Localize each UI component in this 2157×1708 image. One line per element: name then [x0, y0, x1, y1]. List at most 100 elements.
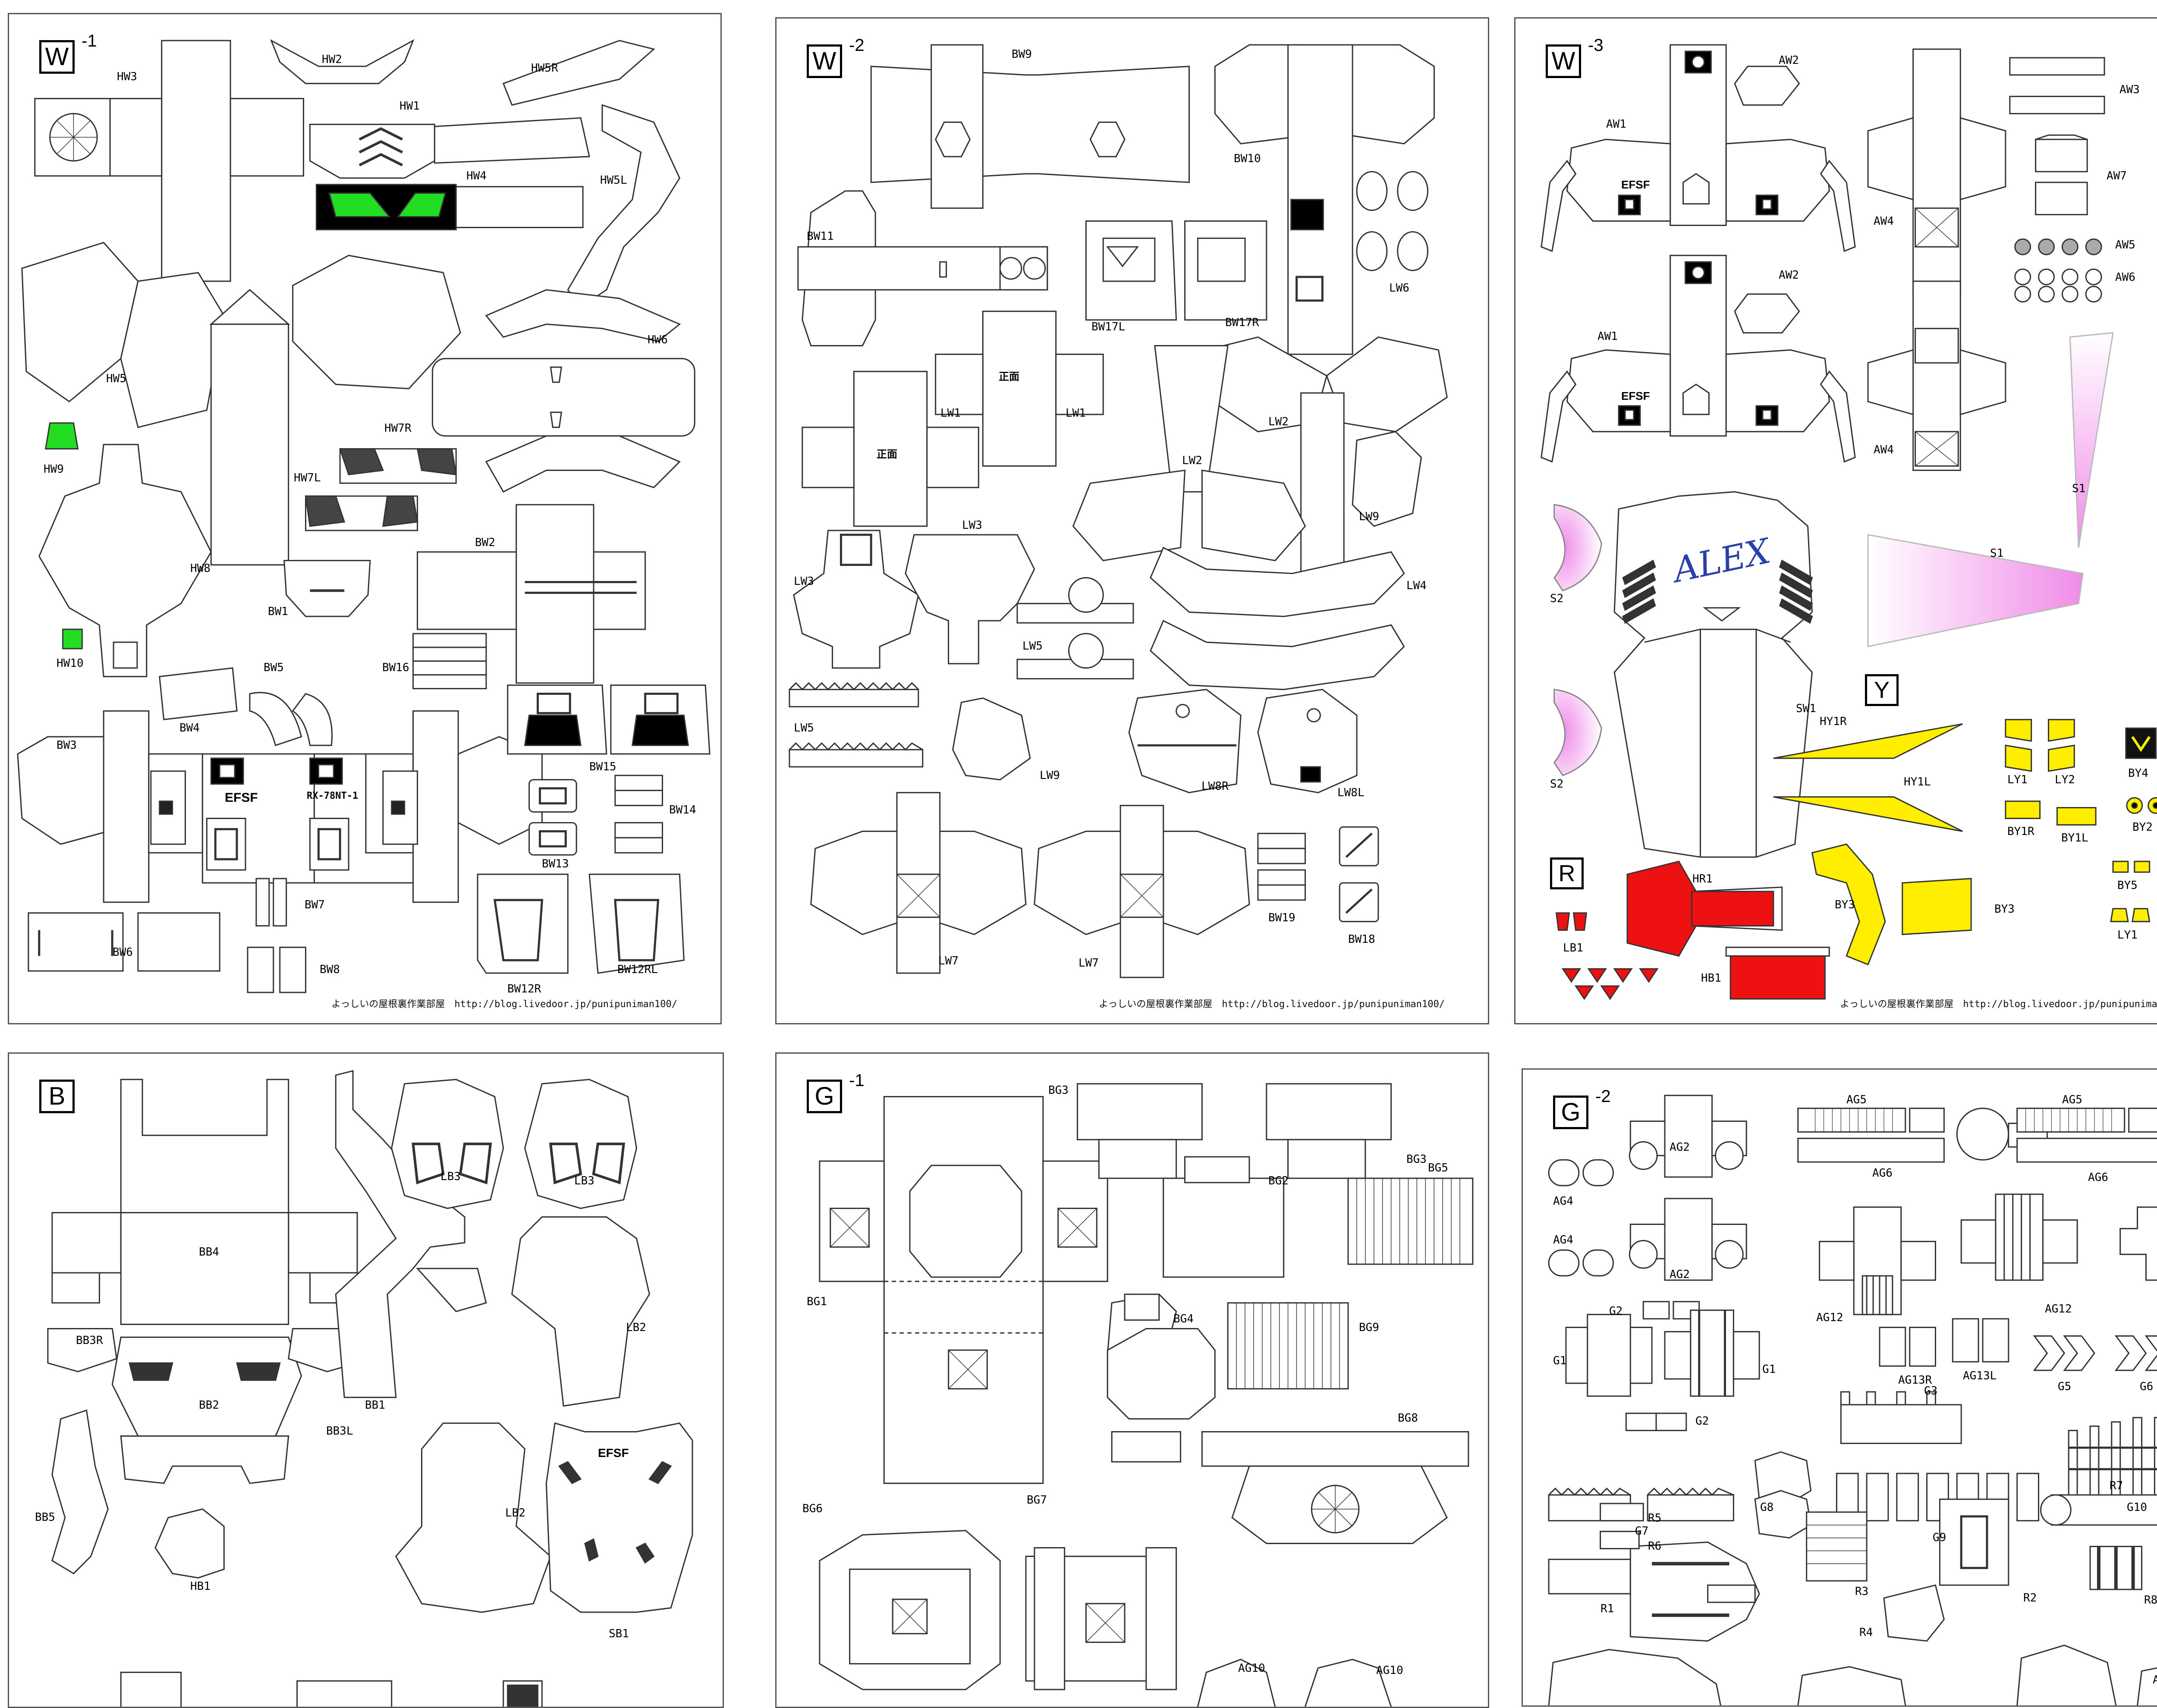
- part-label: HB1: [190, 1580, 211, 1593]
- part-label: BW7: [305, 898, 325, 911]
- part-label: HY1R: [1820, 715, 1847, 728]
- part-label: LY1: [2007, 773, 2028, 786]
- part-label: AG4: [1553, 1195, 1573, 1208]
- sheet-g2-suffix: -2: [1595, 1087, 1611, 1106]
- part-label: BW8: [320, 963, 340, 976]
- efsf-decal: EFSF: [1621, 389, 1650, 402]
- part-label: HY1L: [1904, 776, 1931, 788]
- part-label: R4: [1859, 1626, 1873, 1639]
- part-label: BW4: [179, 722, 200, 735]
- efsf-decal: EFSF: [1621, 178, 1650, 191]
- part-label: BW14: [669, 804, 696, 816]
- part-label: AG2: [1670, 1268, 1690, 1281]
- part-label: BG4: [1173, 1312, 1194, 1325]
- part-label: S2: [1550, 778, 1564, 791]
- part-label: R5: [1648, 1512, 1662, 1525]
- part-label: HW10: [57, 657, 84, 670]
- part-label: HB1: [1701, 972, 1721, 985]
- part-label: LW2: [1268, 415, 1289, 428]
- part-label: AB5L: [2153, 1673, 2157, 1686]
- part-label: G1: [1762, 1363, 1776, 1376]
- part-label: HW5L: [600, 174, 627, 187]
- sheet-b-tag: B: [39, 1080, 75, 1113]
- part-label: HW7L: [294, 471, 321, 484]
- part-label: AG6: [1872, 1167, 1893, 1180]
- part-label: BW6: [113, 946, 133, 959]
- part-label: R1: [1600, 1602, 1614, 1615]
- sheet-g1: G -1 BG3 BG3 BG2 BG5 BG1 BG4 BG9 BG8 BG6…: [775, 1052, 1489, 1708]
- efsf-decal: EFSF: [598, 1446, 629, 1460]
- part-label: AW2: [1779, 54, 1799, 67]
- part-label: AW7: [2107, 170, 2127, 182]
- sheet-w1-suffix: -1: [82, 31, 97, 50]
- part-label: AW5: [2115, 239, 2135, 251]
- part-label: AG10: [1238, 1662, 1265, 1675]
- part-label: AW4: [1874, 215, 1894, 228]
- part-label: BY3: [1835, 898, 1855, 911]
- part-label: AG6: [2088, 1171, 2108, 1184]
- part-label: BW9: [1012, 48, 1032, 61]
- sheet-w3-artwork: [1541, 44, 2157, 1000]
- part-label: G2: [1695, 1415, 1709, 1428]
- sheet-w2-artwork: [789, 44, 1448, 978]
- part-label: AG5: [2062, 1093, 2082, 1106]
- part-label: LW7: [938, 954, 959, 967]
- part-label: LW3: [794, 575, 814, 588]
- part-label: G6: [2140, 1380, 2154, 1393]
- part-label: G2: [1609, 1305, 1623, 1318]
- part-label: BW5: [264, 661, 284, 674]
- part-label: HW4: [466, 170, 487, 182]
- part-label: BG6: [802, 1502, 823, 1515]
- part-label: BW1: [268, 605, 288, 618]
- sheet-b: B LB3 LB3 BB4 LB2 BB3R BB2 BB3L BB1 BB5 …: [8, 1052, 724, 1708]
- part-label: HW7R: [384, 422, 412, 435]
- part-label: HR1: [1692, 873, 1713, 885]
- part-label: LW2: [1182, 454, 1202, 467]
- sheet-w2-footer: よっしいの屋根裏作業部屋 http://blog.livedoor.jp/pun…: [1099, 999, 1445, 1010]
- part-label: BB4: [199, 1246, 219, 1259]
- part-label: BW17R: [1225, 316, 1259, 329]
- part-label: AW1: [1597, 330, 1618, 343]
- part-label: BG2: [1268, 1174, 1289, 1187]
- part-label: BB3R: [76, 1334, 103, 1347]
- part-label: BB3L: [326, 1425, 353, 1438]
- sheet-w3-suffix: -3: [1588, 36, 1604, 55]
- part-label: LW6: [1389, 282, 1409, 295]
- part-label: LW4: [1406, 579, 1427, 592]
- model-number-decal: RX-78NT-1: [307, 791, 358, 801]
- sheet-w2-tag: W: [807, 44, 842, 78]
- sheet-w1-artwork: [17, 39, 711, 993]
- sheet-w3: W -3 Y R AW2 AW3 AW1 AW7 AW4 AW5 AW6 AW2…: [1514, 17, 2157, 1024]
- part-label: BY2: [2132, 821, 2153, 834]
- part-label: BW12R: [507, 983, 541, 995]
- part-label: HW8: [190, 562, 211, 575]
- part-label: BW2: [475, 536, 495, 549]
- part-label: LW1: [1066, 407, 1086, 420]
- group-y-badge: Y: [1865, 674, 1899, 706]
- part-label: BG5: [1428, 1162, 1448, 1174]
- part-label: BW18: [1348, 933, 1375, 946]
- sheet-w3-tag: W: [1546, 44, 1581, 78]
- sheet-w1-footer: よっしいの屋根裏作業部屋 http://blog.livedoor.jp/pun…: [331, 999, 677, 1010]
- part-label: BB2: [199, 1399, 219, 1412]
- part-label: HW2: [322, 53, 342, 66]
- part-label: S2: [1550, 592, 1564, 605]
- sheet-g1-artwork: [819, 1083, 1474, 1707]
- part-label: BG3: [1048, 1084, 1069, 1097]
- sheet-g1-tag: G: [807, 1080, 842, 1113]
- sheet-g2: G -2 AG5 AG5 AG2 AG6 AG6 AG4 AG4 AG2 AG1…: [1522, 1068, 2157, 1707]
- part-label: BW3: [57, 739, 77, 752]
- part-label: LW5: [1022, 640, 1043, 653]
- part-label: S1: [1990, 547, 2004, 560]
- part-label: R2: [2023, 1592, 2037, 1604]
- group-r-badge: R: [1550, 857, 1584, 889]
- part-label: R7: [2110, 1479, 2123, 1492]
- part-label: LY2: [2055, 773, 2075, 786]
- front-marker: 正面: [999, 370, 1019, 383]
- part-label: S1: [2072, 482, 2086, 495]
- part-label: LB2: [505, 1507, 525, 1520]
- part-label: BG8: [1398, 1412, 1418, 1425]
- part-label: LB2: [626, 1321, 646, 1334]
- part-label: LW8L: [1337, 786, 1365, 799]
- part-label: BW10: [1234, 152, 1261, 165]
